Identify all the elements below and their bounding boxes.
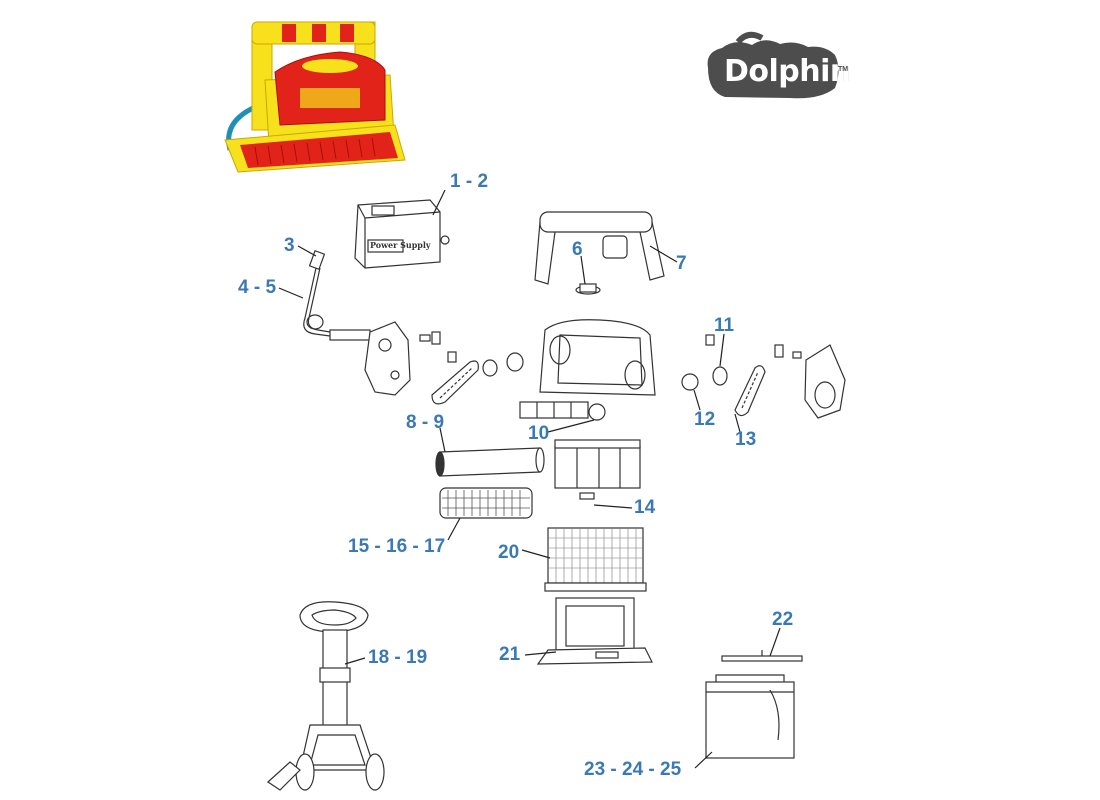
power-supply-label: Power Supply — [370, 240, 431, 250]
callout-1-2: 1 - 2 — [450, 171, 489, 192]
left-track-part — [431, 351, 524, 405]
filter-frame-part — [536, 597, 653, 665]
leader-lines — [278, 189, 781, 769]
pva-brush-part — [439, 487, 533, 519]
handle-part — [534, 211, 665, 285]
robot-product-photo — [224, 21, 406, 173]
filter-strip-part — [519, 401, 606, 421]
callout-12: 12 — [694, 409, 716, 430]
callout-6: 6 — [572, 239, 583, 260]
callout-23-24-25: 23 - 24 - 25 — [584, 759, 682, 780]
motor-body-part — [539, 319, 656, 396]
callout-8-9: 8 - 9 — [406, 412, 445, 433]
impeller-part — [575, 283, 601, 295]
callout-13: 13 — [735, 429, 757, 450]
caddy-part — [267, 601, 385, 791]
power-supply-part — [354, 199, 450, 269]
callout-15-16-17: 15 - 16 - 17 — [348, 536, 446, 557]
right-pulley-part — [681, 334, 728, 391]
brush-roller-part — [435, 447, 545, 477]
callout-3: 3 — [284, 235, 295, 256]
left-side-plate — [364, 321, 441, 396]
brand-trademark: TM — [838, 66, 849, 73]
callout-22: 22 — [772, 609, 794, 630]
filter-bag-part — [705, 674, 795, 759]
callout-10: 10 — [528, 423, 550, 444]
callout-20: 20 — [498, 542, 520, 563]
callout-18-19: 18 - 19 — [368, 647, 428, 668]
filter-top-part — [721, 650, 803, 662]
callout-4-5: 4 - 5 — [238, 277, 277, 298]
callout-11: 11 — [714, 315, 735, 336]
right-track-part — [734, 365, 766, 417]
callout-21: 21 — [499, 644, 521, 665]
callout-7: 7 — [676, 253, 687, 274]
dolphin-logo — [707, 31, 839, 99]
brand-logo-text: Dolphin — [724, 54, 851, 89]
right-side-plate — [774, 344, 846, 419]
filter-box-part — [554, 439, 641, 500]
mesh-basket-part — [544, 527, 647, 592]
callout-14: 14 — [634, 497, 656, 518]
